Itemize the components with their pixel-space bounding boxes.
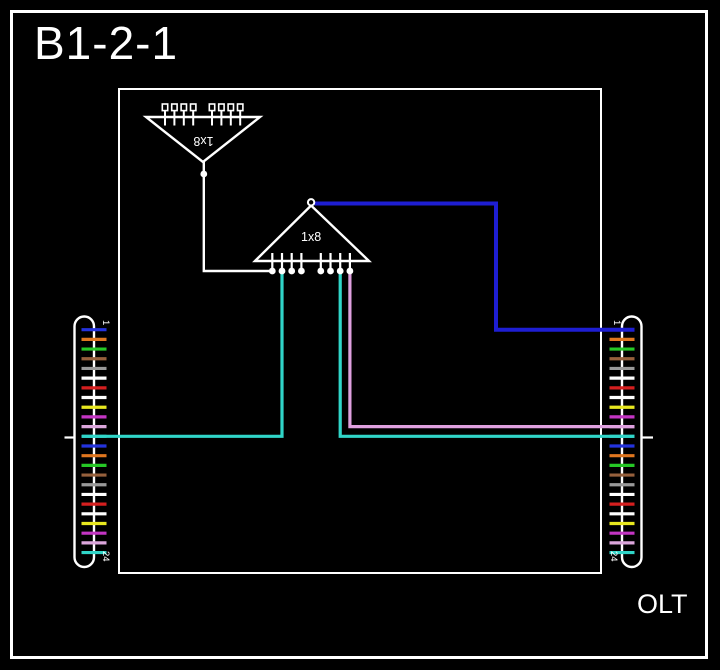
right-cable-sheath (620, 315, 643, 569)
cascade-splitter-port-4 (189, 103, 197, 112)
main-splitter-output-dot-3 (288, 267, 296, 275)
connection-drop-right-12 (338, 271, 635, 438)
cascade-splitter-body (142, 115, 264, 164)
connection-drop-left-12 (82, 271, 284, 438)
cascade-splitter-port-7 (227, 103, 235, 112)
main-splitter-label: 1x8 (301, 230, 321, 244)
connection-cascade-link (202, 162, 273, 273)
main-splitter-output-dot-6 (327, 267, 334, 275)
left-cable-sheath (73, 315, 96, 569)
cascade-splitter-port-5 (208, 103, 216, 112)
cascade-splitter-input-dot (200, 170, 208, 178)
main-splitter-output-dot-4 (298, 267, 305, 275)
diagram-title: B1-2-1 (34, 17, 179, 69)
cascade-splitter-port-2 (170, 103, 178, 112)
main-splitter-output-dot-7 (336, 267, 344, 275)
cascade-splitter-port-8 (236, 103, 244, 112)
right-cable-bottom-label: 24 (608, 551, 619, 562)
olt-label: OLT (637, 589, 688, 619)
main-splitter-output-dot-1 (268, 267, 276, 275)
connection-drop-right-11 (348, 271, 635, 429)
left-cable-top-label: 1 (100, 320, 111, 325)
left-cable-bottom-label: 24 (100, 551, 111, 562)
cascade-splitter-port-6 (217, 103, 225, 112)
connection-feeder (314, 201, 635, 332)
cascade-splitter-port-1 (161, 103, 169, 112)
main-splitter-input-port (306, 198, 316, 207)
cascade-splitter-port-3 (180, 103, 188, 112)
main-splitter-body (252, 203, 372, 263)
cascade-splitter-label: 1x8 (193, 134, 213, 148)
main-splitter-output-dot-5 (317, 267, 325, 275)
right-cable-top-label: 1 (611, 320, 622, 325)
main-splitter-output-dot-2 (278, 267, 286, 275)
outer-border (10, 10, 708, 659)
main-splitter-output-dot-8 (346, 267, 354, 275)
